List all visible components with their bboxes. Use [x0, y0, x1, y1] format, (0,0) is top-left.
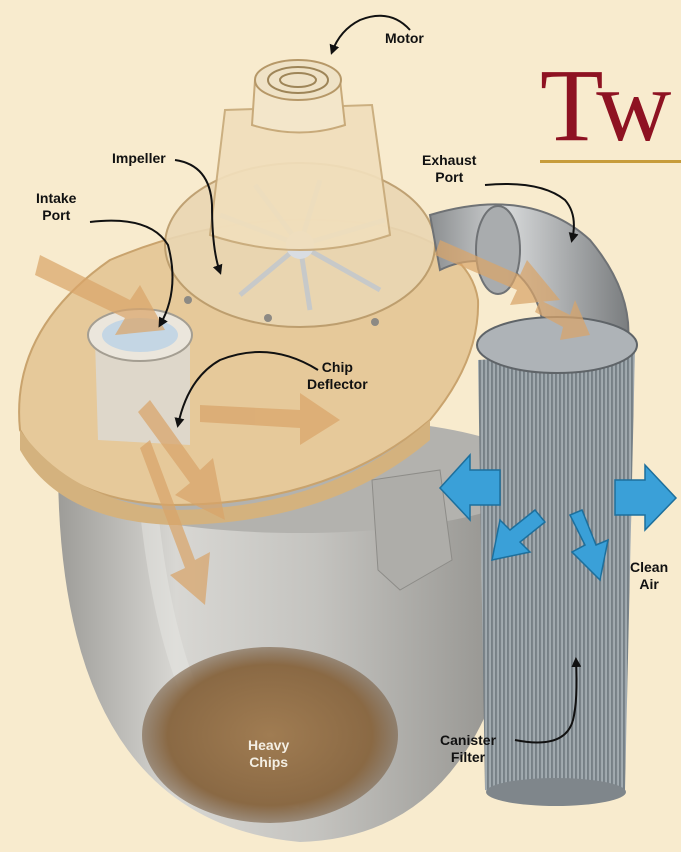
label-intake-port-line1: Intake	[36, 190, 76, 207]
label-clean-air-line1: Clean	[630, 559, 668, 576]
label-exhaust-port-line1: Exhaust	[422, 152, 476, 169]
label-chip-deflector: Chip Deflector	[307, 359, 368, 393]
label-impeller: Impeller	[112, 150, 166, 167]
label-exhaust-port-line2: Port	[422, 169, 476, 186]
label-heavy-chips: Heavy Chips	[248, 737, 289, 771]
label-clean-air-line2: Air	[630, 576, 668, 593]
label-exhaust-port: Exhaust Port	[422, 152, 476, 186]
label-canister-filter: Canister Filter	[440, 732, 496, 766]
heavy-chips-pile	[142, 647, 398, 823]
label-intake-port-line2: Port	[36, 207, 76, 224]
label-canister-filter-line2: Filter	[440, 749, 496, 766]
label-chip-deflector-line1: Chip	[307, 359, 368, 376]
label-heavy-chips-line2: Chips	[248, 754, 289, 771]
canister-filter	[477, 317, 637, 806]
label-motor-line: Motor	[385, 30, 424, 47]
headline-text: Tw	[540, 54, 671, 158]
label-intake-port: Intake Port	[36, 190, 76, 224]
label-impeller-line: Impeller	[112, 150, 166, 167]
label-canister-filter-line1: Canister	[440, 732, 496, 749]
label-chip-deflector-line2: Deflector	[307, 376, 368, 393]
motor-housing	[210, 60, 390, 250]
label-clean-air: Clean Air	[630, 559, 668, 593]
label-motor: Motor	[385, 30, 424, 47]
headline-rule	[540, 160, 681, 163]
label-heavy-chips-line1: Heavy	[248, 737, 289, 754]
